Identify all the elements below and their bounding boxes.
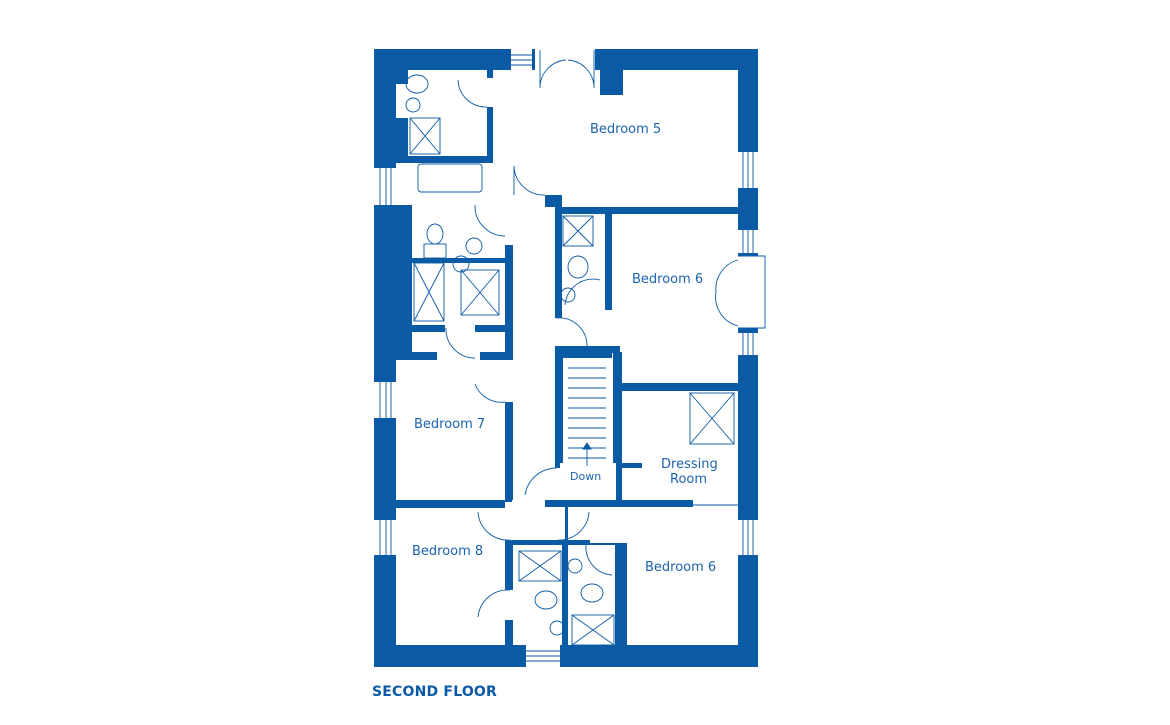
room-label-dressing-line2: Room	[670, 472, 707, 487]
ensuite-bedroom-6	[562, 214, 605, 310]
bathroom	[396, 163, 505, 258]
dressing-room-area	[622, 391, 738, 500]
windows	[374, 49, 766, 667]
interior-walls	[396, 70, 738, 645]
stairs-down-label: Down	[570, 470, 601, 483]
room-label-bedroom-5: Bedroom 5	[590, 122, 661, 137]
doors-and-fixtures	[405, 50, 739, 646]
lobby	[412, 332, 505, 352]
floor-title: SECOND FLOOR	[372, 684, 498, 700]
landing	[560, 463, 616, 500]
door-arc	[457, 79, 488, 108]
ensuite-lower-left	[513, 545, 562, 645]
room-label-dressing-line1: Dressing	[661, 457, 718, 472]
room-interiors	[396, 70, 738, 645]
room-label-bedroom-6-upper: Bedroom 6	[632, 272, 703, 287]
double-door	[539, 50, 595, 89]
bedroom-6-lower-area	[627, 540, 738, 645]
ensuite-top-left	[408, 70, 487, 156]
ensuite-lower-right	[568, 545, 615, 645]
room-label-bedroom-6-lower: Bedroom 6	[645, 560, 716, 575]
bedroom-8-area	[396, 508, 505, 645]
shower-room	[412, 263, 505, 325]
room-label-bedroom-8: Bedroom 8	[412, 544, 483, 559]
room-label-bedroom-7: Bedroom 7	[414, 417, 485, 432]
bedroom-6-upper-area	[612, 214, 738, 383]
bedroom-7-area	[396, 360, 505, 500]
